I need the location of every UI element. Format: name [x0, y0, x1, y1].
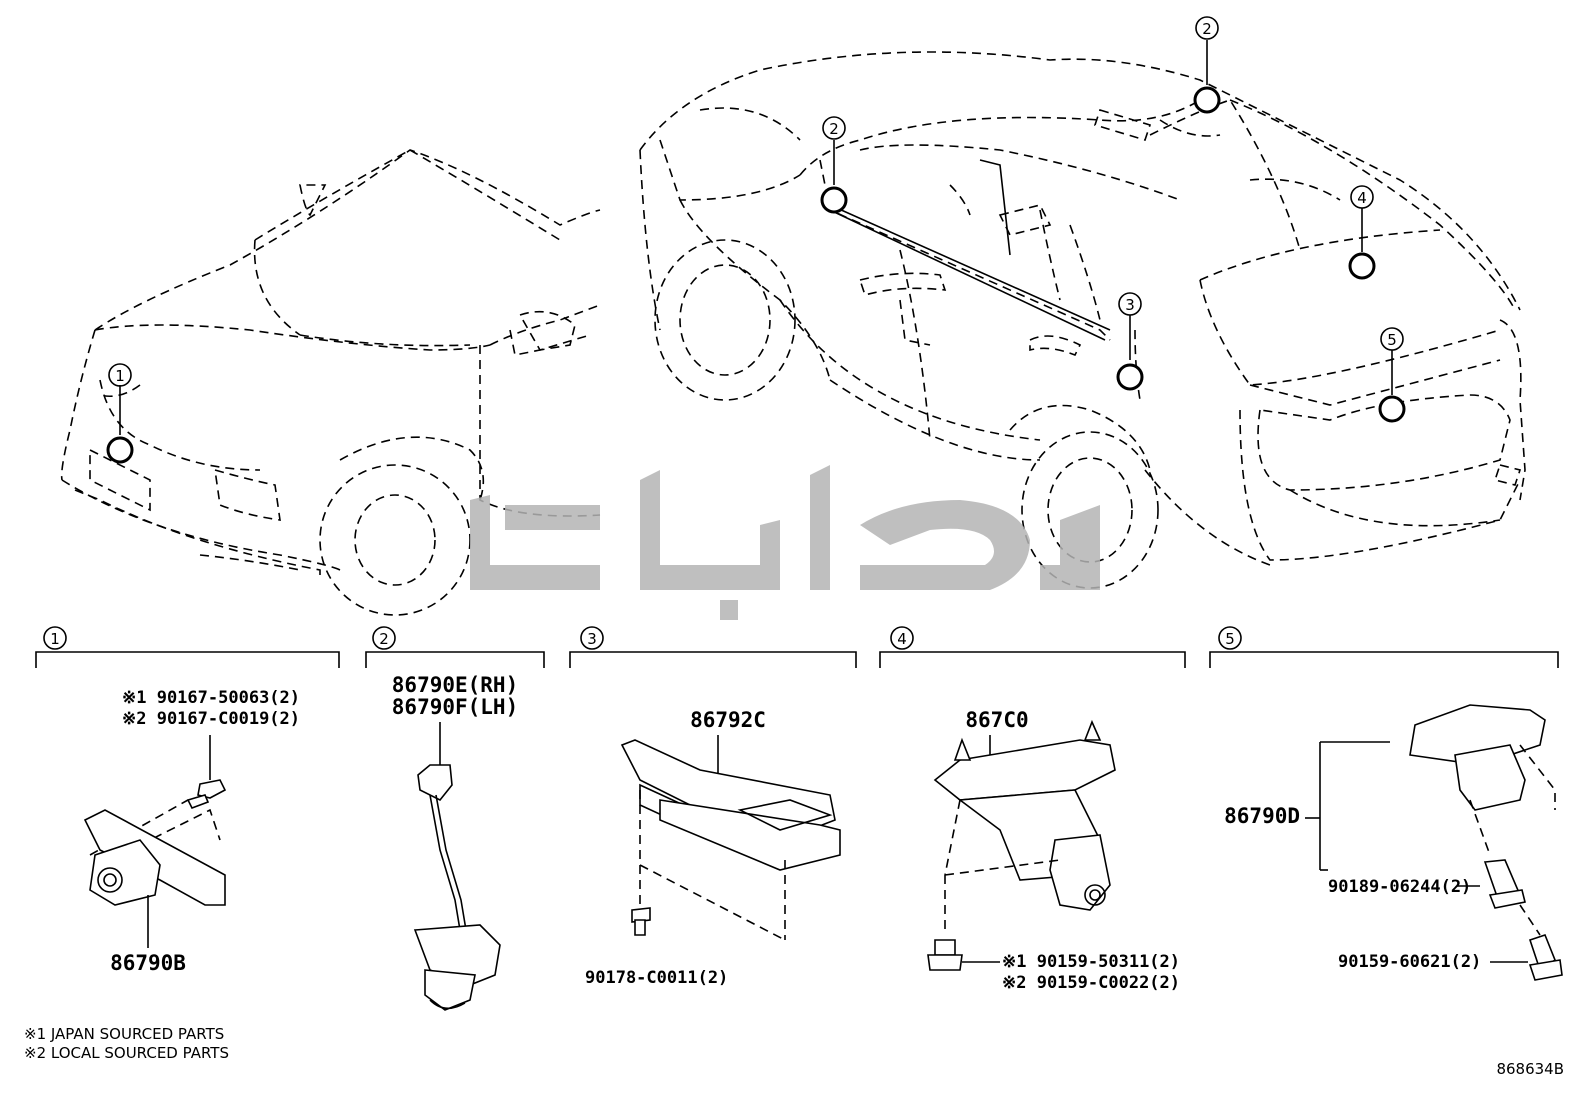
front-camera-part — [89, 839, 161, 906]
section-4-number: 4 — [897, 630, 907, 648]
section-2-side-camera: 86790E(RH) 86790F(LH) — [392, 673, 518, 1011]
screw-part — [934, 939, 956, 956]
section-5-back-camera: 86790D 90189-06244(2) 90159-60621(2) — [1224, 704, 1563, 981]
side-camera-lens — [424, 969, 476, 1011]
clip-label: 90178-C0011(2) — [585, 968, 728, 988]
nut-label: 90189-06244(2) — [1328, 877, 1471, 897]
clip-part — [631, 907, 651, 923]
side-camera-lh-label: 86790F(LH) — [392, 695, 518, 719]
side-camera-rh-label: 86790E(RH) — [392, 673, 518, 697]
sensor-label: 867C0 — [965, 708, 1028, 732]
side-camera-connector — [417, 764, 453, 802]
section-headers: 1 2 3 4 5 — [35, 626, 1559, 668]
front-vehicle-illustration — [60, 149, 601, 616]
module-label: 86792C — [690, 708, 766, 732]
callout-2-left-mirror: 2 — [829, 120, 839, 138]
screw-label-local: ※2 90159-C0022(2) — [1002, 973, 1180, 993]
section-1-number: 1 — [50, 630, 60, 648]
section-3-number: 3 — [587, 630, 597, 648]
module-box — [659, 799, 841, 871]
callout-4: 4 — [1357, 189, 1367, 207]
bolt-label-local: ※2 90167-C0019(2) — [122, 709, 300, 729]
sensor-lens-housing — [1049, 834, 1111, 911]
section-3-control-module: 86792C 90178-C0011(2) — [585, 708, 841, 988]
watermark-logo — [470, 465, 1100, 620]
rear-vehicle-illustration — [639, 51, 1526, 589]
section-2-number: 2 — [379, 630, 389, 648]
callout-1-front: 1 — [115, 367, 125, 385]
front-camera-label: 86790B — [110, 951, 186, 975]
diagram-code: 868634B — [1496, 1060, 1564, 1078]
bolt-label-japan: ※1 90167-50063(2) — [122, 688, 300, 708]
back-screw-label: 90159-60621(2) — [1338, 952, 1481, 972]
callout-3: 3 — [1125, 296, 1135, 314]
legend-japan: ※1 JAPAN SOURCED PARTS — [24, 1025, 224, 1043]
location-markers: 1 2 2 3 4 5 — [106, 16, 1406, 464]
callout-5: 5 — [1387, 331, 1397, 349]
bolt-part — [197, 779, 227, 799]
section-1-front-camera: ※1 90167-50063(2) ※2 90167-C0019(2) 8679… — [83, 688, 300, 975]
legend-local: ※2 LOCAL SOURCED PARTS — [24, 1044, 229, 1062]
back-camera-label: 86790D — [1224, 804, 1300, 828]
screw-label-japan: ※1 90159-50311(2) — [1002, 952, 1180, 972]
section-4-rear-sensor: 867C0 ※1 90159-50311(2) ※2 90159-C0022(2… — [927, 708, 1180, 993]
callout-2-right-mirror: 2 — [1202, 20, 1212, 38]
section-5-number: 5 — [1225, 630, 1235, 648]
back-camera-body — [1454, 744, 1526, 811]
legend: ※1 JAPAN SOURCED PARTS ※2 LOCAL SOURCED … — [24, 1025, 229, 1062]
